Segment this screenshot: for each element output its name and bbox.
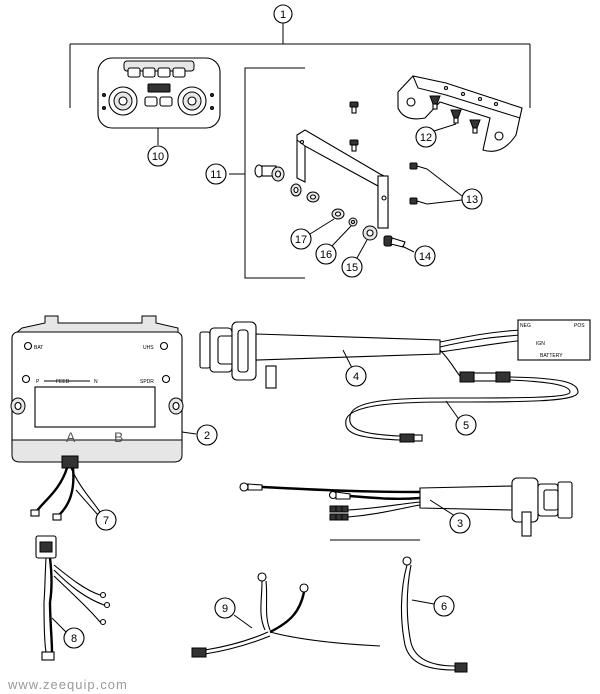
nut-17: [309, 208, 345, 235]
callout-6-label: 6: [441, 601, 447, 613]
callout-5: 5: [455, 414, 477, 436]
y-harness-9: [191, 572, 381, 658]
callout-6: 6: [433, 595, 455, 617]
callout-7: 7: [95, 509, 117, 531]
callout-7-label: 7: [103, 515, 109, 527]
callout-17: 17: [290, 228, 312, 250]
pigtail-7: [30, 455, 101, 521]
callout-10-label: 10: [152, 151, 164, 163]
callout-2-label: 2: [204, 430, 210, 442]
bracket-screws: [349, 101, 359, 152]
callout-14-label: 14: [419, 251, 431, 263]
washer-16: [331, 217, 358, 247]
callout-3: 3: [449, 512, 471, 534]
callout-11-label: 11: [210, 169, 221, 181]
control-module-2: BAT UHS P FEED N SPDR A B: [10, 315, 197, 463]
callout-10: 10: [147, 145, 169, 167]
spdr-label: SPDR: [140, 379, 154, 385]
cradle-bracket: [397, 75, 523, 152]
assembly-bracket: [69, 23, 531, 108]
mount-kit-frame: [229, 67, 305, 279]
callout-9-label: 9: [222, 603, 228, 615]
power-harness-3: [239, 477, 573, 541]
callout-5-label: 5: [463, 420, 469, 432]
harness-6: [400, 556, 468, 673]
p-label: P: [36, 379, 40, 385]
callout-9: 9: [214, 597, 236, 619]
callout-13-label: 13: [466, 194, 478, 206]
bat-label: BAT: [34, 345, 43, 351]
callout-14: 14: [414, 245, 436, 267]
base-bracket: [296, 129, 389, 229]
knob-12: [429, 95, 481, 134]
relay-harness-8: [35, 535, 111, 661]
bolt-11: [254, 164, 320, 203]
a-label: A: [66, 429, 76, 445]
ign-label: IGN: [536, 341, 545, 347]
callout-1: 1: [273, 4, 293, 24]
callout-12: 12: [415, 126, 437, 148]
controller-10: [97, 57, 221, 145]
pos-label: POS: [574, 323, 585, 329]
callout-8-label: 8: [71, 633, 77, 645]
jumper-harness-5: [345, 376, 579, 443]
n-label: N: [94, 379, 98, 385]
neg-label: NEG: [520, 323, 531, 329]
callout-15: 15: [341, 256, 363, 278]
callout-13: 13: [461, 188, 483, 210]
callout-3-label: 3: [457, 518, 463, 530]
callout-12-label: 12: [420, 132, 432, 144]
feed-label: FEED: [56, 379, 70, 385]
vehicle-harness-4: NEG POS IGN BATTERY: [199, 319, 591, 389]
callout-15-label: 15: [346, 262, 358, 274]
callout-4: 4: [345, 365, 367, 387]
washer-15: [356, 225, 378, 259]
callout-16: 16: [315, 243, 337, 265]
callout-8: 8: [63, 627, 85, 649]
callout-11: 11: [205, 163, 227, 185]
screw-13: [409, 162, 463, 205]
callout-1-label: 1: [280, 9, 286, 21]
callout-16-label: 16: [320, 249, 332, 261]
bolt-14: [383, 235, 415, 253]
callout-17-label: 17: [295, 234, 307, 246]
battery-label: BATTERY: [540, 353, 563, 359]
callout-4-label: 4: [353, 371, 359, 383]
watermark: www.zeequip.com: [7, 677, 128, 692]
callout-2: 2: [196, 424, 218, 446]
uhs-label: UHS: [143, 345, 154, 351]
b-label: B: [114, 429, 123, 445]
